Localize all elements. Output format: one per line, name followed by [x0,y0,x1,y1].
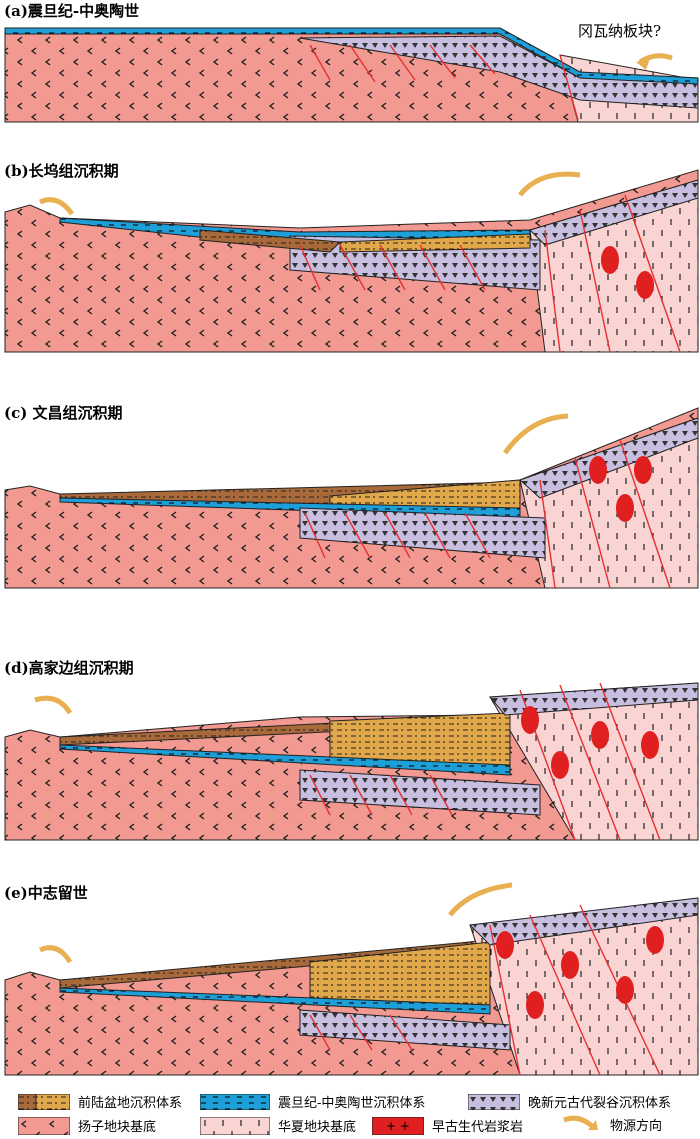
faults-a [309,44,579,121]
panel-title: (e)中志留世 [4,884,88,902]
panel-c: (c) 文昌组沉积期 [0,398,700,608]
source-arrow [38,945,73,964]
legend-label: 前陆盆地沉积体系 [78,1096,183,1111]
legend-item: + + 早古生代岩浆岩 [372,1116,523,1135]
panel-a: (a)震旦纪-中奥陶世 冈瓦纳板块? [0,0,700,150]
panel-e: (e)中志留世 [0,880,700,1080]
legend-label: 震旦纪-中奥陶世沉积体系 [278,1096,426,1111]
source-arrow [34,695,73,715]
cross-section-a [4,27,699,123]
legend-item: 震旦纪-中奥陶世沉积体系 [200,1092,425,1111]
magma-bodies [601,246,654,299]
panel-title: (c) 文昌组沉积期 [4,404,123,422]
legend-item: 华夏地块基底 [200,1116,356,1135]
source-arrow [38,197,75,216]
legend-item: 扬子地块基底 [18,1116,156,1135]
cross-section-b [4,169,699,353]
legend-item: 晚新元古代裂谷沉积体系 [468,1092,671,1111]
panel-d: (d)高家边组沉积期 [0,655,700,845]
legend-label: 扬子地块基底 [78,1120,157,1135]
source-arrow [518,171,581,197]
legend-label: 早古生代岩浆岩 [432,1120,524,1135]
legend: 前陆盆地沉积体系 震旦纪-中奥陶世沉积体系 晚新元古代裂谷沉积体系 扬子地块基底… [0,1086,700,1139]
legend-item: 物源方向 [560,1114,662,1134]
svg-text:+ +: + + [386,1119,410,1133]
source-arrow [502,413,569,455]
cross-section-c [4,407,699,589]
panel-b: (b)长坞组沉积期 [0,150,700,360]
legend-label: 华夏地块基底 [278,1120,357,1135]
panel-title: (d)高家边组沉积期 [4,659,134,677]
legend-label: 物源方向 [610,1118,663,1134]
panel-title: (b)长坞组沉积期 [4,162,119,180]
cross-section-d [4,682,699,841]
gondwana-label: 冈瓦纳板块? [578,22,662,40]
panel-title: (a)震旦纪-中奥陶世 [4,2,140,20]
legend-label: 晚新元古代裂谷沉积体系 [528,1096,672,1111]
cross-section-e [4,882,699,1076]
legend-item: 前陆盆地沉积体系 [18,1092,182,1111]
source-arrow [448,882,513,917]
